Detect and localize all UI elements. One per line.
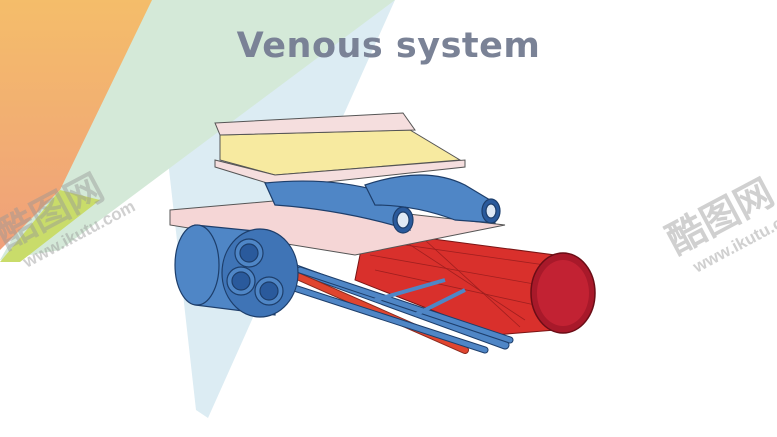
skin-layer-middle bbox=[214, 159, 466, 188]
venous-system-illustration bbox=[169, 112, 596, 354]
superficial-veins bbox=[264, 174, 501, 234]
slide-title: Venous system bbox=[236, 26, 541, 66]
muscle-bundle bbox=[354, 229, 596, 336]
green-triangle bbox=[0, 0, 395, 260]
skin-layer-top bbox=[214, 112, 416, 136]
vein-bundle bbox=[174, 224, 299, 318]
skin-layer-lower bbox=[169, 199, 506, 256]
lime-triangle bbox=[0, 190, 100, 262]
orange-triangle bbox=[0, 0, 152, 250]
deep-vessels bbox=[280, 260, 514, 354]
